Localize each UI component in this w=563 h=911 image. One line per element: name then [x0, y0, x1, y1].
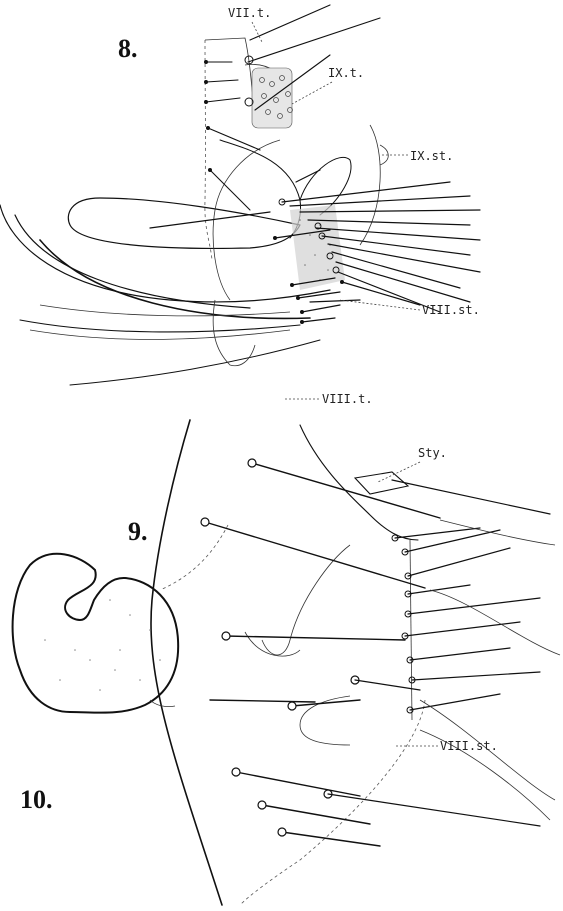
label-ix-t: IX.t.: [328, 66, 364, 80]
label-vii-t: VII.t.: [228, 6, 271, 20]
figure-9: 9. VIII.t. Sty. VIII.st.: [128, 392, 560, 905]
figure-8: 8. VII.t. IX.t. IX.st. VIII.st.: [0, 5, 480, 385]
figure-9-number: 9.: [128, 517, 148, 546]
figure-10-number: 10.: [20, 785, 53, 814]
label-ix-st: IX.st.: [410, 149, 453, 163]
figure-8-number: 8.: [118, 34, 138, 63]
label-viii-st-fig8: VIII.st.: [422, 303, 480, 317]
label-viii-st-fig9: VIII.st.: [440, 739, 498, 753]
label-sty: Sty.: [418, 446, 447, 460]
label-viii-t: VIII.t.: [322, 392, 373, 406]
